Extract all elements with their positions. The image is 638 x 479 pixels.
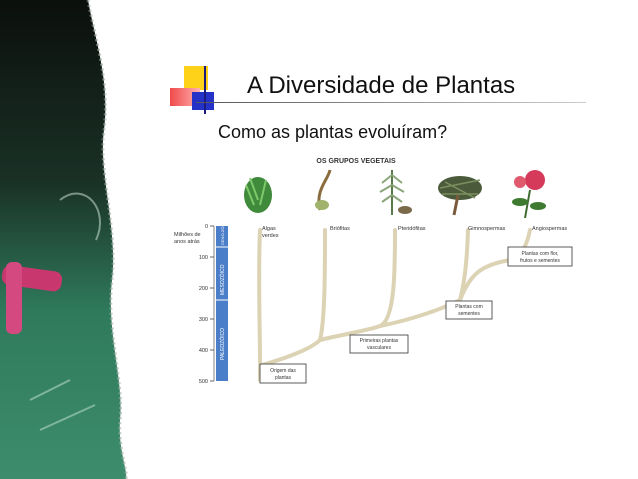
plant-evolution-figure: OS GRUPOS VEGETAIS Milhões de anos atrás… — [170, 150, 585, 395]
tick-200: 200 — [199, 286, 208, 292]
label-algas-2: verdes — [262, 233, 279, 239]
label-gimnospermas: Gimnospermas — [468, 226, 506, 232]
event-origin-2: plantas — [275, 375, 292, 381]
tick-100: 100 — [199, 255, 208, 261]
green-algae-icon — [244, 177, 272, 213]
tick-0: 0 — [205, 224, 208, 230]
chalkboard-decoration — [0, 0, 128, 479]
bryophyte-icon — [315, 169, 332, 211]
tick-300: 300 — [199, 317, 208, 323]
angiosperm-icon — [512, 170, 546, 219]
era-bar: CENO-ZÓICO MESOZÓICO PALEOZÓICO — [216, 219, 228, 381]
event-flowers-2: frutos e sementes — [520, 258, 560, 264]
event-flowers-1: Plantas com flor, — [522, 251, 559, 257]
axis-label-1: Milhões de — [174, 232, 201, 238]
fern-icon — [379, 170, 412, 215]
event-origin-1: Origem das — [270, 368, 296, 374]
title-divider — [196, 102, 586, 103]
gymnosperm-icon — [438, 176, 482, 216]
event-seeds-2: sementes — [458, 311, 480, 317]
axis-label-2: anos atrás — [174, 239, 200, 245]
event-flowers: Plantas com flor, frutos e sementes — [507, 246, 573, 267]
era-mesozoic: MESOZÓICO — [219, 264, 226, 295]
figure-heading: OS GRUPOS VEGETAIS — [316, 158, 396, 165]
label-briofitas: Briófitas — [330, 226, 350, 232]
event-vascular: Primeiras plantas vasculares — [349, 334, 409, 354]
label-algas-1: Algas — [262, 226, 276, 232]
tick-500: 500 — [199, 379, 208, 385]
title-logo — [170, 66, 230, 116]
era-cenozoic: CENO-ZÓICO — [220, 219, 225, 245]
slide-title: A Diversidade de Plantas — [247, 72, 516, 99]
label-angiospermas: Angiospermas — [532, 226, 567, 232]
tick-400: 400 — [199, 348, 208, 354]
time-axis: 0 100 200 300 400 500 — [199, 224, 215, 385]
event-seeds: Plantas com sementes — [445, 300, 493, 320]
event-origin: Origem das plantas — [259, 363, 307, 384]
event-vascular-2: vasculares — [367, 345, 391, 351]
event-seeds-1: Plantas com — [455, 304, 483, 310]
label-pteridofitas: Pteridófitas — [398, 226, 426, 232]
event-vascular-1: Primeiras plantas — [360, 338, 399, 344]
chalk-icon — [1, 262, 63, 334]
slide-subtitle: Como as plantas evoluíram? — [218, 122, 448, 142]
era-paleozoic: PALEOZÓICO — [219, 328, 226, 360]
